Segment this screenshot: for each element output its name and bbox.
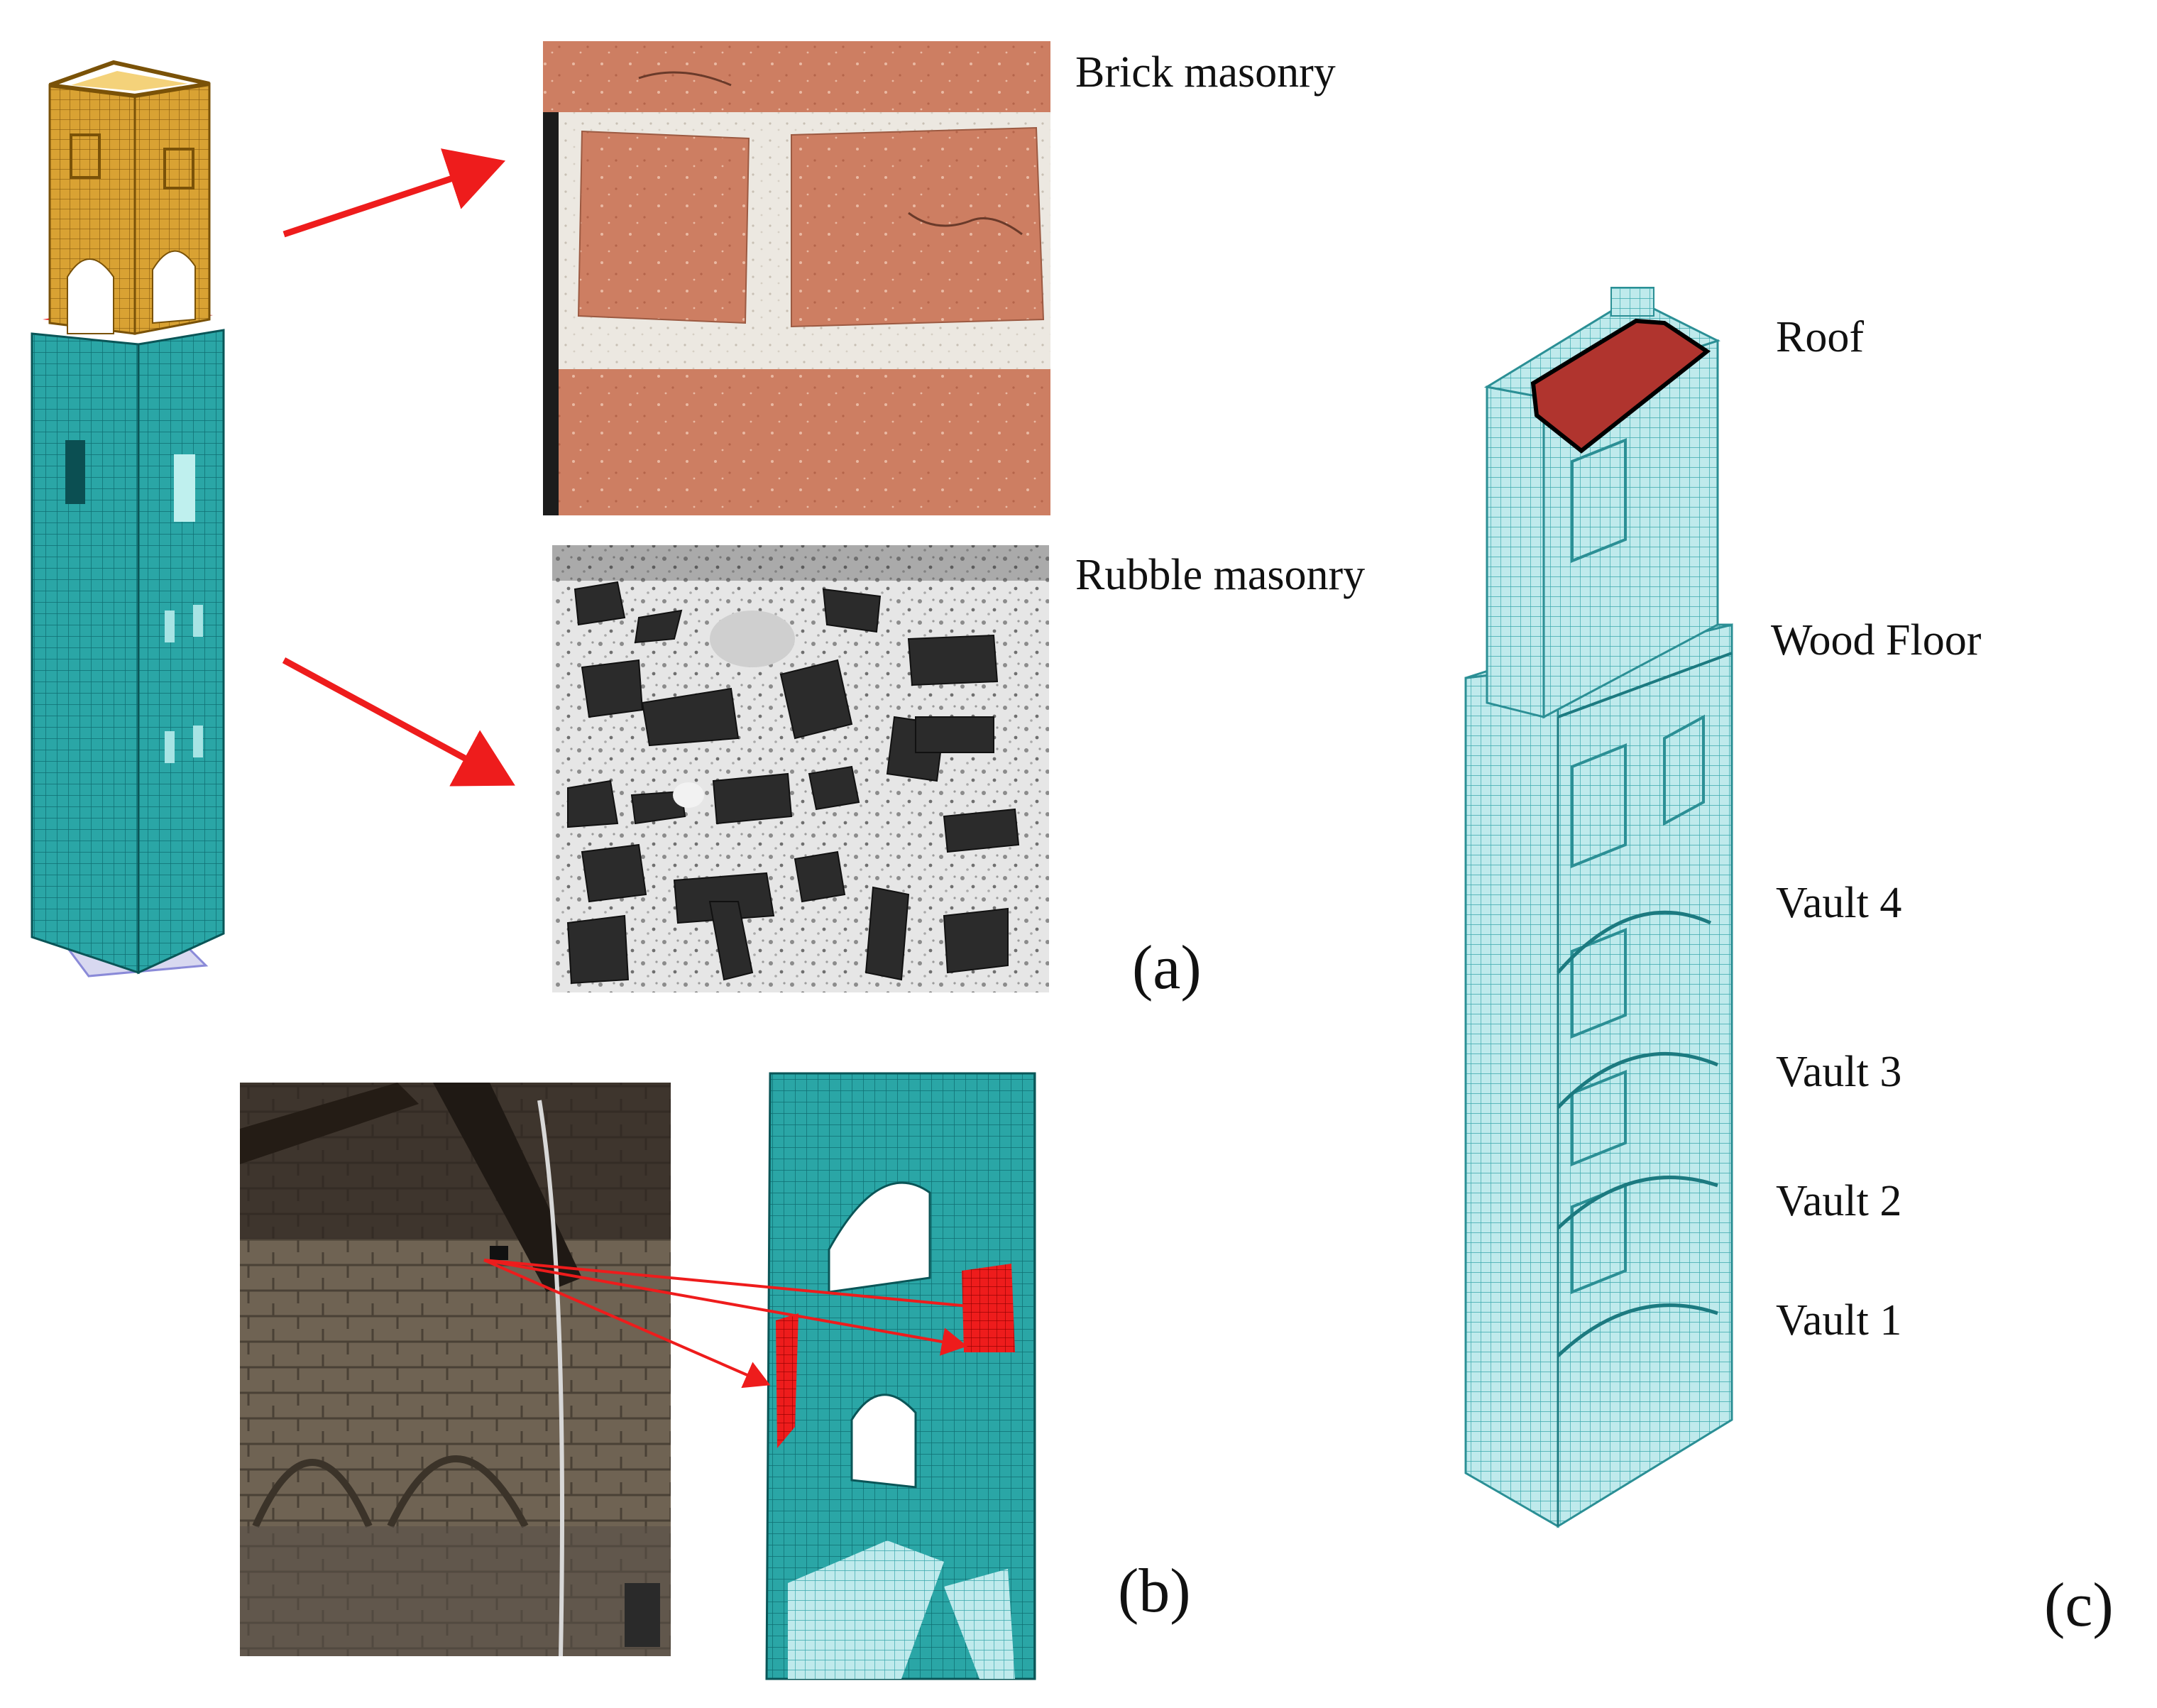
- vault-1-arc: [1557, 1303, 1718, 1357]
- label-vault-2: Vault 2: [1776, 1177, 1901, 1225]
- belfry-inner: [71, 71, 188, 91]
- belfry-arch: [152, 250, 196, 324]
- tower-window: [165, 731, 175, 763]
- tower-window: [65, 440, 85, 504]
- panel-a: Brick masonry Rubble masonry (a): [31, 41, 1365, 1002]
- interior-photo: [240, 1083, 671, 1657]
- label-vault-1: Vault 1: [1776, 1296, 1901, 1345]
- mesh-detail: [765, 1072, 1036, 1680]
- panel-label-b: (b): [1118, 1557, 1191, 1626]
- rubble-masonry-photo: [552, 545, 1049, 992]
- belfry-top: [48, 60, 210, 99]
- arrow-to-brick: [282, 148, 506, 238]
- tower-window: [193, 726, 203, 757]
- vault-2-arc: [1557, 1176, 1718, 1230]
- mesh-vault: [944, 1569, 1015, 1679]
- belfry-arch: [67, 258, 114, 334]
- tower-shaft-left-face: [31, 332, 140, 975]
- panel-label-a: (a): [1132, 934, 1202, 1002]
- label-wood-floor: Wood Floor: [1771, 616, 1982, 664]
- vault-3-arc: [1557, 1051, 1718, 1109]
- mesh-vault: [788, 1540, 944, 1679]
- arrow-to-rubble: [282, 657, 515, 787]
- mesh-highlight-right: [962, 1264, 1015, 1352]
- label-brick-masonry: Brick masonry: [1075, 48, 1336, 97]
- tower-window: [165, 611, 175, 642]
- tower-model: [31, 60, 225, 978]
- tower-window: [193, 605, 203, 637]
- link-line: [483, 1259, 771, 1389]
- label-vault-3: Vault 3: [1776, 1048, 1901, 1096]
- vault-4-arc: [1557, 910, 1712, 974]
- belfry-window: [163, 148, 194, 190]
- tower-section-model: [1464, 287, 1733, 1528]
- panel-b: (b): [240, 1072, 1191, 1680]
- tower-window: [174, 454, 195, 522]
- panel-label-c: (c): [2044, 1571, 2114, 1640]
- mesh-highlight-left: [776, 1313, 798, 1448]
- label-roof: Roof: [1776, 313, 1864, 361]
- mesh-opening: [850, 1394, 917, 1489]
- label-rubble-masonry: Rubble masonry: [1075, 551, 1365, 599]
- link-line: [483, 1259, 970, 1308]
- panel-c: Roof Wood Floor Vault 4 Vault 3 Vault 2 …: [1464, 287, 2114, 1640]
- mesh-opening: [828, 1181, 931, 1293]
- label-vault-4: Vault 4: [1776, 879, 1901, 927]
- roof-highlight: [1530, 318, 1711, 454]
- tower-shaft-right-face: [137, 329, 225, 975]
- belfry-window: [70, 133, 101, 179]
- brick-masonry-photo: [543, 41, 1050, 515]
- link-line: [483, 1259, 967, 1356]
